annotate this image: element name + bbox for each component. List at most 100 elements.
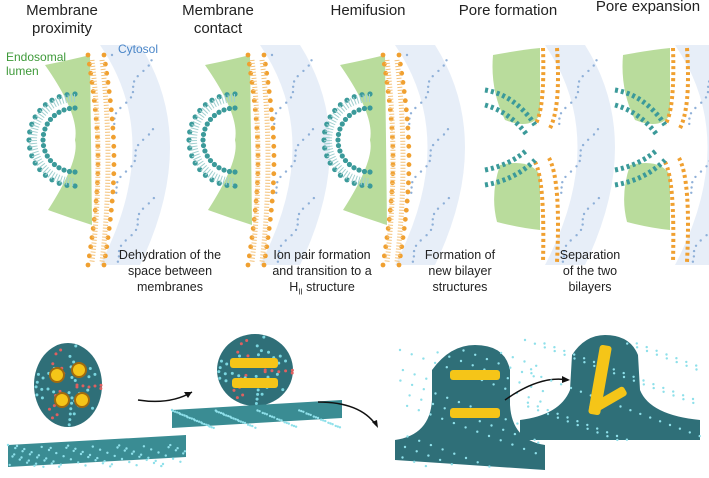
cytosol-dot xyxy=(688,122,691,126)
lipid-membrane-contact-atom xyxy=(331,423,334,426)
lipid-micelle-1-atom xyxy=(75,385,79,389)
lipid-micelle-2-atom xyxy=(266,375,270,379)
cytosol-dot xyxy=(592,133,596,136)
lipid-membrane-contact-atom xyxy=(183,414,186,417)
teal-lipid-head xyxy=(202,126,208,132)
fusion-stalk-atom xyxy=(474,353,477,356)
cytosol-dot xyxy=(561,181,564,184)
lipid-membrane-contact-atom xyxy=(334,424,337,428)
lipid-micelle-1-atom xyxy=(87,375,91,379)
fusion-stalk-atom xyxy=(405,404,409,408)
fusion-stalk-atom xyxy=(490,424,493,427)
fusion-stalk-atom xyxy=(541,389,545,393)
endosomal-lumen-lower xyxy=(494,162,540,230)
orange-lipid-head xyxy=(381,61,387,67)
cytosol-dot xyxy=(586,207,590,210)
peptide-helix-2 xyxy=(232,378,278,388)
cytosol-dot xyxy=(277,255,281,258)
orange-lipid-head xyxy=(102,253,108,259)
teal-lipid-head xyxy=(361,168,368,175)
lipid-micelle-1-atom xyxy=(72,412,76,416)
fusion-pore-atom xyxy=(583,361,586,364)
fusion-pore-atom xyxy=(536,409,540,412)
fusion-stalk-atom xyxy=(406,435,409,438)
lipid-micelle-2-atom xyxy=(256,392,260,396)
fusion-pore-atom xyxy=(579,390,583,393)
cytosol-dot xyxy=(296,223,299,226)
orange-lipid-head xyxy=(86,61,92,67)
teal-lipid-head xyxy=(321,137,327,143)
cytosol-dot xyxy=(136,75,139,78)
cytosol-dot xyxy=(136,218,139,221)
cytosol-dot xyxy=(134,228,138,232)
fusion-stalk-atom xyxy=(504,387,507,390)
lipid-micelle-1-atom xyxy=(50,416,54,420)
lipid-membrane-flat-atom xyxy=(33,464,36,467)
fusion-pore-atom xyxy=(645,349,649,353)
fusion-stalk-atom xyxy=(443,407,446,410)
teal-lipid-head xyxy=(216,94,222,100)
lipid-micelle-1-atom xyxy=(67,423,71,427)
fusion-stalk-atom xyxy=(506,377,509,380)
orange-lipid-head xyxy=(401,89,407,94)
orange-lipid-head xyxy=(85,52,91,58)
fusion-stalk-atom xyxy=(410,353,413,356)
cytosol-dot xyxy=(690,186,693,189)
fusion-stalk-atom xyxy=(403,445,407,449)
fusion-pore-atom xyxy=(593,364,596,368)
fusion-stalk-atom xyxy=(418,439,421,442)
lipid-membrane-contact-atom xyxy=(324,419,327,423)
lipid-micelle-1-atom xyxy=(87,385,91,389)
lipid-membrane-flat-atom xyxy=(49,446,52,450)
peptide-helix-6 xyxy=(589,386,627,414)
cytosol-dot xyxy=(292,80,296,83)
cytosol-dot xyxy=(129,96,133,99)
orange-lipid-head xyxy=(246,61,252,67)
lipid-membrane-contact-atom xyxy=(316,416,320,420)
orange-lipid-head xyxy=(271,180,276,186)
orange-bilayer-upper xyxy=(663,47,690,132)
panel-1 xyxy=(26,45,170,268)
fusion-pore-atom xyxy=(685,364,688,367)
lipid-membrane-flat-atom xyxy=(94,459,97,462)
orange-lipid-head xyxy=(106,226,112,231)
teal-lipid-head xyxy=(61,107,67,113)
cytosol-dot xyxy=(302,69,305,73)
fusion-pore-atom xyxy=(698,434,701,438)
cytosol-dot xyxy=(410,186,413,189)
orange-lipid-head xyxy=(402,216,408,222)
orange-lipid-head xyxy=(401,226,407,231)
cytosol-dot xyxy=(587,69,590,73)
cytosol-dot xyxy=(414,244,418,247)
lipid-membrane-flat-atom xyxy=(147,456,150,459)
teal-lipid-head xyxy=(56,109,62,115)
orange-lipid-head xyxy=(268,207,274,213)
cytosol-dot xyxy=(570,101,573,104)
lipid-membrane-flat-atom xyxy=(45,457,48,460)
orange-lipid-head xyxy=(110,125,116,131)
fusion-stalk-atom xyxy=(436,351,439,354)
orange-lipid-head xyxy=(101,262,107,268)
cytosol-dot xyxy=(694,244,698,247)
cytosol-dot xyxy=(411,260,415,263)
cytosol-dot xyxy=(147,64,150,67)
teal-lipid-head xyxy=(29,153,35,159)
cytosol-dot xyxy=(692,249,696,253)
lipid-membrane-flat-atom xyxy=(98,448,102,451)
lipid-micelle-1-atom xyxy=(55,413,59,417)
lipid-micelle-2-atom xyxy=(270,369,274,373)
teal-lipid-head xyxy=(335,137,341,143)
lipid-membrane-contact-atom xyxy=(268,414,272,418)
fusion-stalk-atom xyxy=(513,432,517,436)
lipid-micelle-1-atom xyxy=(41,376,45,380)
cytosol-dot xyxy=(279,244,283,247)
lipid-micelle-1-atom xyxy=(59,348,63,352)
lipid-membrane-flat-atom xyxy=(59,463,62,466)
cytosol-dot xyxy=(301,138,305,141)
lipid-membrane-contact-atom xyxy=(305,412,308,415)
cytosol-dot xyxy=(575,234,578,237)
transition-label-separation: Separation of the two bilayers xyxy=(559,248,621,294)
fusion-pore-atom xyxy=(616,438,619,442)
orange-lipid-head xyxy=(245,52,251,58)
teal-lipid-head xyxy=(189,153,195,159)
